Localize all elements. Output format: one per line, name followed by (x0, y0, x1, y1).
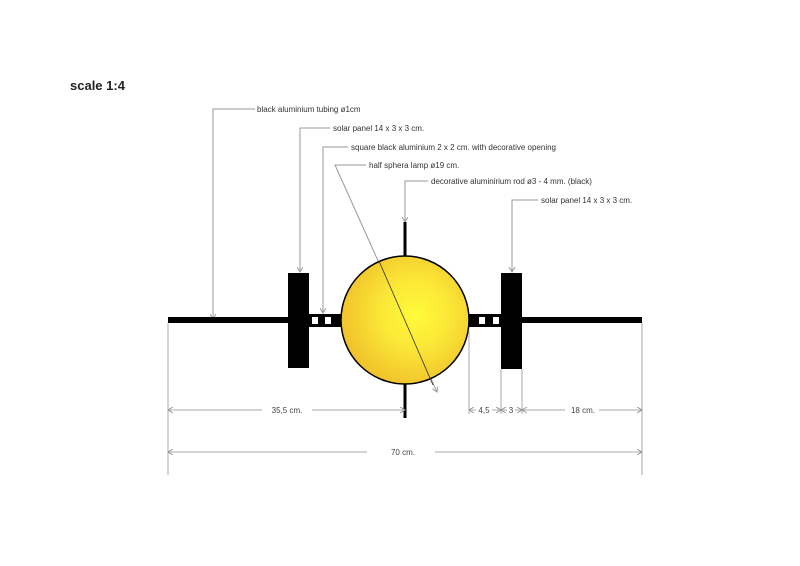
dim-left: 35,5 cm. (272, 406, 303, 415)
dim-gap: 4,5 (478, 406, 490, 415)
connector-left (309, 314, 341, 327)
dim-total: 70 cm. (391, 448, 415, 457)
label-rod: decorative aluminirium rod ø3 - 4 mm. (b… (431, 177, 592, 186)
solar-panel-right (501, 273, 522, 369)
label-square-aluminium: square black aluminium 2 x 2 cm. with de… (351, 143, 556, 152)
solar-panel-left (288, 273, 309, 368)
rod-top (403, 222, 407, 258)
label-solar-panel-left: solar panel 14 x 3 x 3 cm. (333, 124, 424, 133)
scale-title: scale 1:4 (70, 78, 126, 93)
dim-right: 18 cm. (571, 406, 595, 415)
label-lamp: half sphera lamp ø19 cm. (369, 161, 459, 170)
label-solar-panel-right: solar panel 14 x 3 x 3 cm. (541, 196, 632, 205)
dim-panel: 3 (509, 406, 514, 415)
label-tubing: black aluminium tubing ø1cm (257, 105, 361, 114)
connector-right (469, 314, 501, 327)
dimension-lines (167, 323, 642, 475)
rod-bottom (403, 382, 407, 418)
lamp-leader-overlay (378, 260, 434, 386)
